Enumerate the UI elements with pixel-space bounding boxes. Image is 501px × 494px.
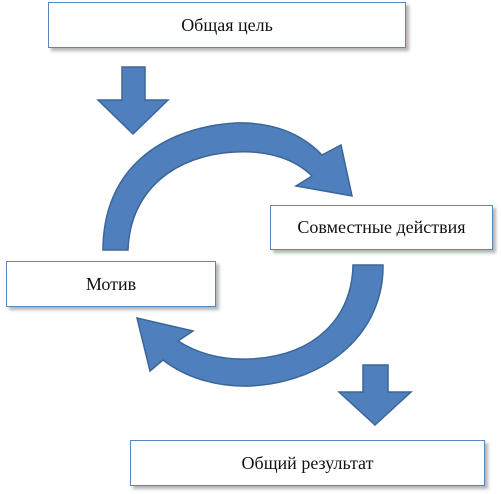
curved-arrow-icon [135, 264, 384, 387]
down-arrow-icon [96, 66, 170, 136]
result-box: Общий результат [130, 440, 485, 486]
joint-actions-label: Совместные действия [297, 217, 466, 237]
motive-label: Мотив [85, 273, 137, 294]
down-arrow-icon [337, 364, 413, 427]
goal-box: Общая цель [48, 2, 406, 48]
curved-arrow-icon [102, 122, 353, 251]
result-label: Общий результат [241, 452, 374, 473]
motive-box: Мотив [6, 261, 216, 307]
goal-label: Общая цель [181, 14, 273, 35]
joint-actions-box: Совместные действия [270, 205, 493, 250]
